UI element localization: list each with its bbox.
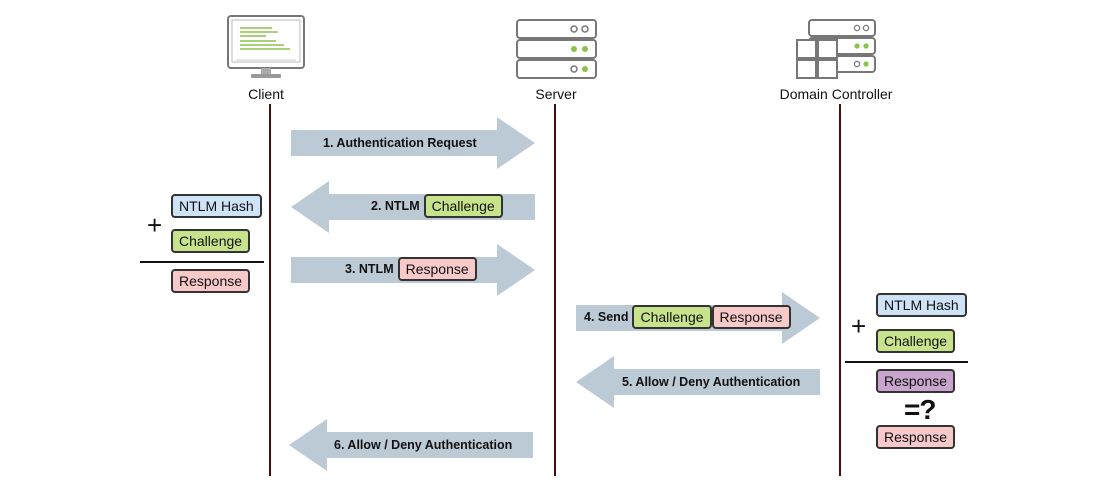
message-4-label: 4. Send xyxy=(584,310,629,324)
message-6-label: 6. Allow / Deny Authentication xyxy=(334,438,513,452)
lifeline-server xyxy=(554,104,556,476)
response-token: Response xyxy=(397,257,477,281)
message-1-label: 1. Authentication Request xyxy=(323,136,477,150)
message-2-label: 2. NTLM xyxy=(371,199,420,213)
dc-received-response: Response xyxy=(876,425,956,449)
dc-calc-divider xyxy=(845,361,968,363)
compare-sign: =? xyxy=(904,394,936,425)
message-5-label: 5. Allow / Deny Authentication xyxy=(622,375,801,389)
challenge-token: Challenge xyxy=(632,305,712,329)
lifeline-client xyxy=(269,104,271,476)
challenge-token: Challenge xyxy=(423,194,503,218)
message-1: 1. Authentication Request xyxy=(323,136,477,150)
arrow-5-left xyxy=(576,356,820,408)
dc-computed-response: Response xyxy=(876,369,956,393)
message-6: 6. Allow / Deny Authentication xyxy=(334,438,512,452)
server-rack-icon xyxy=(516,19,597,79)
response-token: Response xyxy=(711,305,791,329)
client-challenge: Challenge xyxy=(171,229,251,253)
client-ntlm-hash: NTLM Hash xyxy=(171,194,262,218)
arrow-6-left xyxy=(289,419,533,471)
dc-ntlm-hash: NTLM Hash xyxy=(876,293,967,317)
lifeline-domain-controller xyxy=(839,104,841,476)
message-2: 2. NTLM Challenge xyxy=(371,194,503,218)
domain-controller-icon xyxy=(796,19,876,79)
actor-label-client: Client xyxy=(248,86,284,102)
client-plus-sign: + xyxy=(147,210,163,240)
actor-label-domain-controller: Domain Controller xyxy=(779,86,893,102)
computer-monitor-icon xyxy=(227,15,305,78)
message-3: 3. NTLM Response xyxy=(345,257,477,281)
dc-plus-sign: + xyxy=(851,311,867,341)
arrow-1-right xyxy=(291,117,535,169)
dc-challenge: Challenge xyxy=(876,329,956,353)
client-response: Response xyxy=(171,269,251,293)
message-5: 5. Allow / Deny Authentication xyxy=(622,375,800,389)
message-3-label: 3. NTLM xyxy=(345,262,394,276)
actor-label-server: Server xyxy=(535,86,577,102)
message-4: 4. Send Challenge Response xyxy=(584,305,791,329)
client-calc-divider xyxy=(140,261,264,263)
